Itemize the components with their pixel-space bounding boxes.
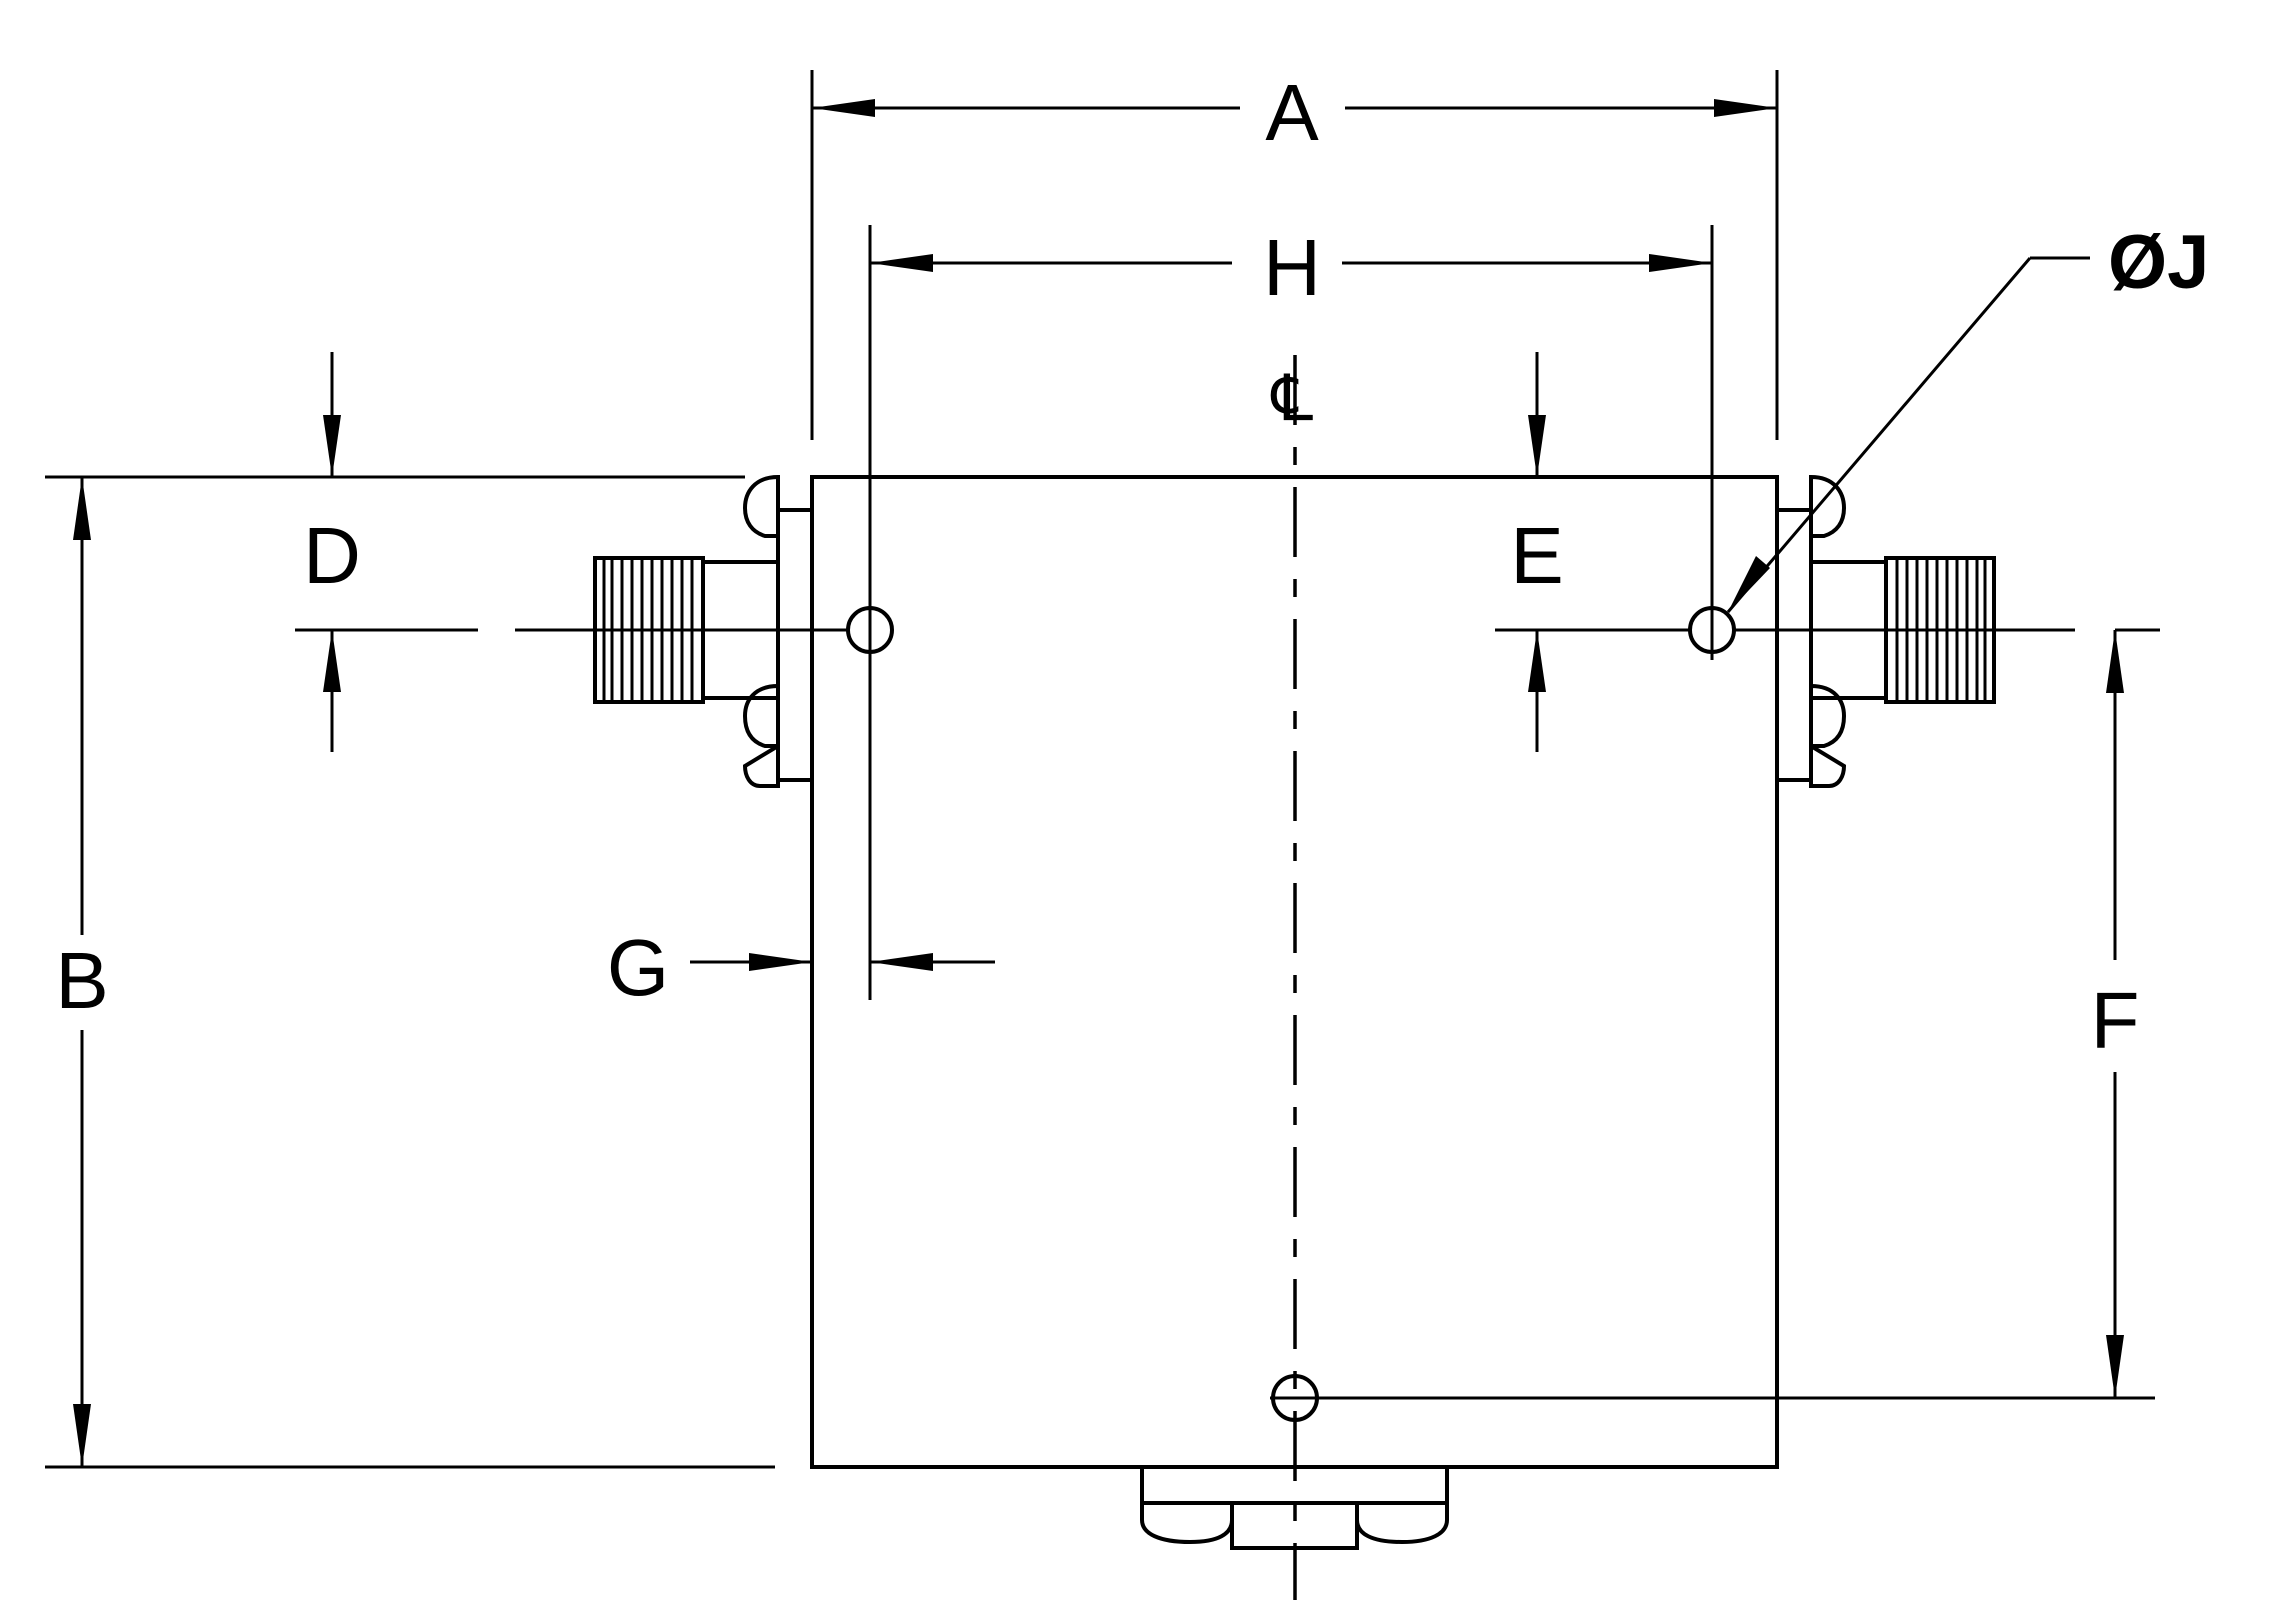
dimension-j: ØJ: [1726, 220, 2209, 613]
dimension-d: D: [303, 352, 361, 752]
label-a: A: [1265, 68, 1319, 157]
centerline-symbol: ℄: [1270, 362, 1313, 434]
mounting-hole-right: [1688, 600, 1736, 660]
label-e: E: [1510, 511, 1563, 600]
mounting-hole-left: [846, 600, 894, 660]
dimension-h: H: [868, 223, 1714, 600]
mounting-hole-bottom: [1270, 1374, 1320, 1422]
dimension-b: B: [55, 477, 109, 1467]
bottom-connector: [1140, 1465, 1449, 1550]
dimension-g: G: [607, 660, 995, 1012]
label-d: D: [303, 511, 361, 600]
label-j: ØJ: [2108, 220, 2209, 305]
label-f: F: [2091, 976, 2140, 1065]
centerline: ℄: [1270, 355, 1313, 1600]
label-h: H: [1263, 223, 1321, 312]
dimension-e: E: [1510, 352, 1564, 752]
label-g: G: [607, 923, 669, 1012]
dimension-a: A: [810, 68, 1779, 440]
dimension-f: F: [1320, 628, 2160, 1400]
right-connector: [1775, 474, 1996, 788]
label-b: B: [55, 936, 108, 1025]
